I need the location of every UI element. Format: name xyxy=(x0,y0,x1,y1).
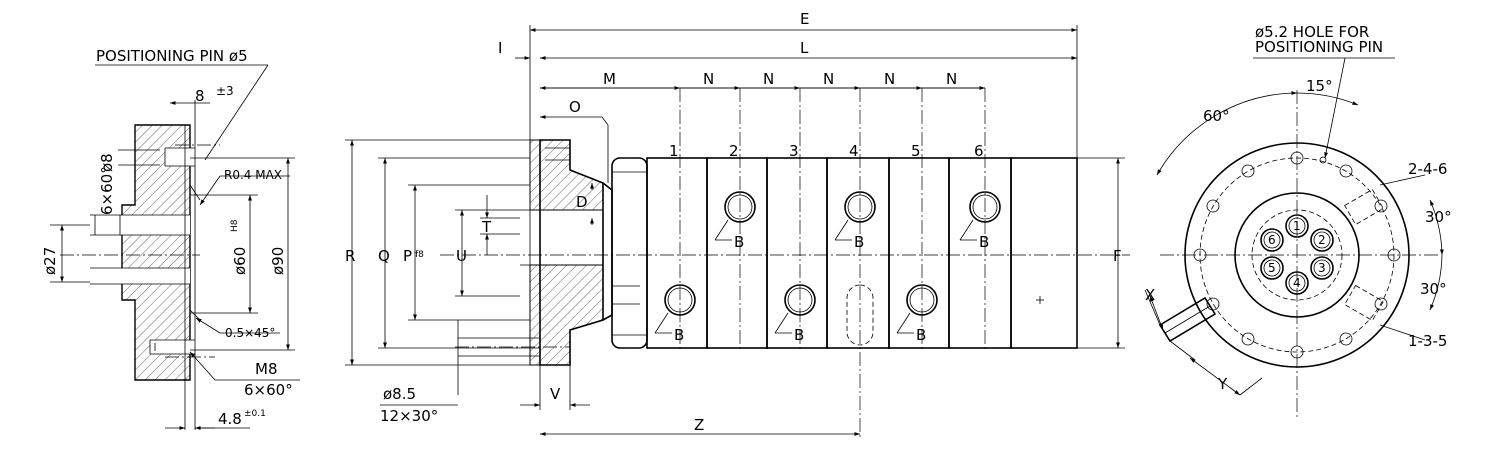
port-number-2: 2 xyxy=(729,142,739,160)
dim-o: O xyxy=(569,98,581,116)
left-section-view: POSITIONING PIN ø5 8 ±3 ø8 6×60° R0.4 MA… xyxy=(41,47,300,430)
dim-d8: ø8 xyxy=(98,153,116,172)
tol-f8: f8 xyxy=(415,250,424,260)
b-label-3: B xyxy=(794,326,804,344)
circle-number-4: 4 xyxy=(1293,276,1301,290)
dim-r: R xyxy=(345,247,355,265)
port-holes xyxy=(664,191,1044,316)
dim-6x60-vert: 6×60° xyxy=(98,166,116,215)
dim-d: D xyxy=(576,193,588,211)
ports-135: 1-3-5 xyxy=(1408,332,1447,350)
chamfer-label: 0.5×45° xyxy=(225,326,275,340)
dim-t: T xyxy=(481,218,492,236)
hole-note-line-2: POSITIONING PIN xyxy=(1255,38,1383,56)
angle-60: 60° xyxy=(1203,107,1230,125)
right-end-view: 1 2 3 4 5 6 xyxy=(1144,23,1452,420)
dim-m: M xyxy=(603,70,616,88)
dim-z: Z xyxy=(694,416,704,434)
b-label-1: B xyxy=(674,326,684,344)
left-section-body xyxy=(121,124,191,381)
b-label-5: B xyxy=(916,326,926,344)
dim-n-4: N xyxy=(884,70,895,88)
tol-3: ±3 xyxy=(216,84,234,98)
port-number-6: 6 xyxy=(974,142,984,160)
port-number-3: 3 xyxy=(789,142,799,160)
circle-number-5: 5 xyxy=(1268,261,1276,275)
r04-label: R0.4 MAX xyxy=(224,168,282,182)
m8-label: M8 xyxy=(255,360,278,378)
dim-u: U xyxy=(456,247,467,265)
dim-v: V xyxy=(550,385,561,403)
dim-x: X xyxy=(1145,286,1155,304)
positioning-pin-label: POSITIONING PIN ø5 xyxy=(96,47,248,65)
port-number-5: 5 xyxy=(911,142,921,160)
circle-number-3: 3 xyxy=(1318,261,1326,275)
dim-n-2: N xyxy=(763,70,774,88)
dim-d90: ø90 xyxy=(269,247,287,275)
dim-l: L xyxy=(800,39,809,57)
dim-n-5: N xyxy=(946,70,957,88)
hole-dia: ø8.5 xyxy=(383,385,416,403)
tol-01: ±0.1 xyxy=(244,409,266,419)
port-number-1: 1 xyxy=(669,142,679,160)
circle-number-6: 6 xyxy=(1268,233,1276,247)
dim-f: F xyxy=(1113,247,1122,265)
port-number-4: 4 xyxy=(849,142,859,160)
angle-30-lower: 30° xyxy=(1420,280,1447,298)
dim-p: P xyxy=(403,247,412,265)
hole-note-line-1: ø5.2 HOLE FOR xyxy=(1255,23,1369,41)
ports-246: 2-4-6 xyxy=(1408,160,1447,178)
dim-y: Y xyxy=(1217,375,1228,393)
main-elevation-view: B B B B B B 1 2 3 4 5 6 E xyxy=(345,10,1130,440)
angle-30-upper: 30° xyxy=(1425,208,1452,226)
circle-number-1: 1 xyxy=(1293,219,1301,233)
dim-48: 4.8 xyxy=(218,410,242,428)
dim-n-3: N xyxy=(823,70,834,88)
circle-number-2: 2 xyxy=(1318,233,1326,247)
m8-pattern: 6×60° xyxy=(244,381,293,399)
dim-n-1: N xyxy=(703,70,714,88)
tol-h8: H8 xyxy=(230,219,240,232)
angle-15: 15° xyxy=(1306,77,1333,95)
dim-q: Q xyxy=(378,247,390,265)
dim-e: E xyxy=(800,10,809,28)
port-circles xyxy=(1260,214,1334,295)
dim-d60: ø60 xyxy=(231,247,249,275)
bolt-holes xyxy=(1193,151,1401,359)
dim-i: I xyxy=(498,39,502,57)
hole-pattern: 12×30° xyxy=(380,407,438,425)
b-label-4: B xyxy=(854,233,864,251)
dim-8: 8 xyxy=(195,87,205,105)
b-label-2: B xyxy=(734,233,744,251)
b-label-6: B xyxy=(979,233,989,251)
dim-d27: ø27 xyxy=(41,247,59,275)
